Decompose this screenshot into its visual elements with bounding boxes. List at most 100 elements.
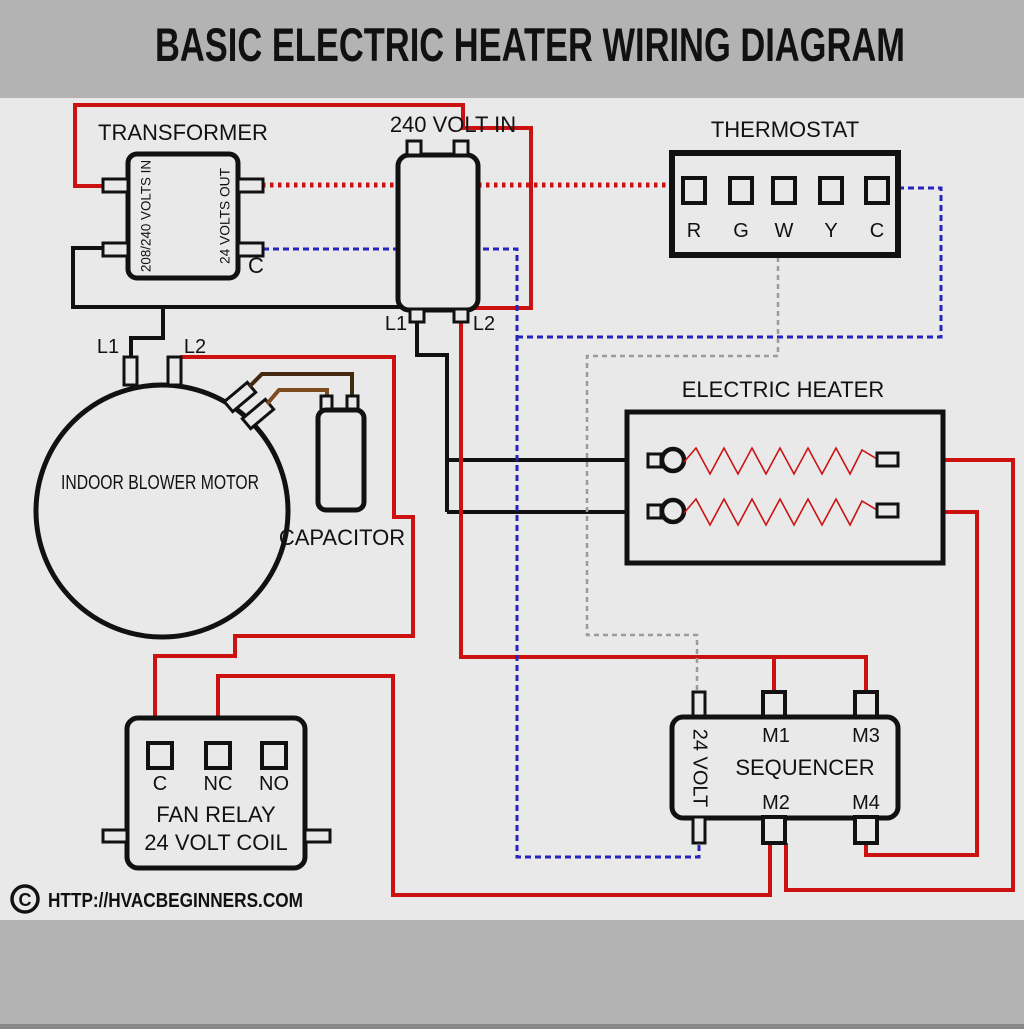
thermostat-terminal-g [728, 176, 754, 205]
transformer-terminal-primary-top [101, 177, 130, 194]
transformer-primary-label: 208/240 VOLTS IN [138, 160, 154, 272]
title-bar [0, 0, 1024, 98]
wire-blue-thermostat-c [517, 186, 943, 339]
transformer: TRANSFORMER 208/240 VOLTS IN 24 VOLTS OU… [98, 120, 268, 281]
fan-relay-terminal-c [146, 741, 174, 770]
wire-gray-w-to-sequencer [585, 203, 780, 692]
sequencer: 24 VOLT M1 M3 SEQUENCER M2 M4 [669, 690, 901, 845]
thermostat-y-label: Y [824, 220, 837, 242]
transformer-terminal-primary-bottom [101, 241, 130, 258]
fan-relay-side-terminal-left [101, 828, 129, 844]
blower-motor-label: INDOOR BLOWER MOTOR [61, 472, 259, 494]
sequencer-coil-terminal-bottom [691, 815, 707, 845]
240v-terminal-l2 [452, 307, 470, 324]
heater-element2-node [659, 497, 687, 525]
thermostat-label: THERMOSTAT [711, 117, 859, 142]
wire-black-transformer-primary [71, 246, 412, 309]
fan-relay-label-line1: FAN RELAY [156, 802, 276, 827]
240-volt-in: 240 VOLT IN L1 L2 [385, 112, 516, 335]
copyright-text: HTTP://HVACBEGINNERS.COM [48, 890, 303, 912]
blower-terminal-cap2 [240, 397, 276, 431]
blower-terminal-l2 [166, 355, 183, 387]
electric-heater: ELECTRIC HEATER [624, 377, 946, 566]
wire-black-l1-down [415, 322, 449, 512]
wire-brown-light-capacitor [265, 388, 329, 406]
blower-l2-label: L2 [184, 336, 206, 358]
heater-element1-right-terminal [875, 451, 900, 468]
240v-l2-label: L2 [473, 313, 495, 335]
copyright-icon [10, 884, 40, 914]
capacitor-body [315, 407, 367, 513]
copyright-symbol: C [19, 890, 32, 910]
thermostat-terminal-y [818, 176, 844, 205]
heater-element1-node [659, 446, 687, 474]
transformer-terminal-secondary-common [236, 241, 265, 258]
heater-element2-coil [683, 497, 878, 527]
fan-relay-label-line2: 24 VOLT COIL [144, 830, 287, 855]
fan-relay-terminal-no [260, 741, 288, 770]
transformer-label: TRANSFORMER [98, 120, 268, 145]
240-volt-in-label: 240 VOLT IN [390, 112, 516, 137]
fan-relay-no-label: NO [259, 773, 289, 795]
thermostat: THERMOSTAT R G W Y C [669, 117, 901, 258]
thermostat-terminal-c [864, 176, 890, 205]
wire-red-heater2-to-m4 [864, 510, 979, 857]
thermostat-r-label: R [687, 220, 701, 242]
fan-relay-nc-label: NC [204, 773, 233, 795]
240v-terminal-l1 [408, 307, 426, 324]
heater-element1-left-terminal [646, 452, 663, 469]
thermostat-w-label: W [775, 220, 794, 242]
sequencer-terminal-m2 [761, 815, 787, 845]
transformer-common-label: C [248, 253, 264, 278]
transformer-body [125, 151, 241, 281]
sequencer-terminal-m3 [853, 690, 879, 720]
electric-heater-label: ELECTRIC HEATER [682, 377, 885, 402]
sequencer-m1-label: M1 [762, 725, 790, 747]
electric-heater-body [624, 409, 946, 566]
thermostat-c-label: C [870, 220, 884, 242]
capacitor: CAPACITOR [279, 394, 405, 550]
copyright: C HTTP://HVACBEGINNERS.COM [10, 884, 303, 914]
thermostat-terminal-r [681, 176, 707, 205]
sequencer-terminal-m4 [853, 815, 879, 845]
capacitor-label: CAPACITOR [279, 525, 405, 550]
sequencer-coil-terminal-top [691, 690, 707, 720]
blower-motor-body [33, 382, 291, 640]
sequencer-label: SEQUENCER [735, 755, 874, 780]
wire-red-240v-loop [73, 103, 533, 310]
sequencer-m2-label: M2 [762, 792, 790, 814]
blower-terminal-l1 [122, 355, 139, 387]
heater-element1-coil [683, 446, 878, 476]
sequencer-coil-label: 24 VOLT [689, 729, 711, 808]
heater-element2-left-terminal [646, 503, 663, 520]
heater-element2-right-terminal [875, 502, 900, 519]
thermostat-terminal-w [771, 176, 797, 205]
sequencer-m3-label: M3 [852, 725, 880, 747]
240v-l1-label: L1 [385, 313, 407, 335]
transformer-terminal-secondary-hot [236, 177, 265, 194]
blower-terminal-cap1 [222, 380, 258, 414]
fan-relay-terminal-nc [204, 741, 232, 770]
sequencer-m4-label: M4 [852, 792, 880, 814]
240-volt-in-body [395, 152, 481, 313]
wire-red-blower-to-relay-c [153, 355, 415, 743]
fan-relay-side-terminal-right [303, 828, 332, 844]
240v-terminal-top-left [405, 139, 423, 157]
page-title: BASIC ELECTRIC HEATER WIRING DIAGRAM [155, 18, 905, 71]
wire-brown-dark-capacitor [247, 372, 354, 398]
wire-red-relay-nc-to-m2 [216, 674, 772, 897]
fan-relay-c-label: C [153, 773, 167, 795]
sequencer-terminal-m1 [761, 690, 787, 720]
240v-terminal-top-right [452, 139, 470, 157]
wire-red-m2-to-heater1 [784, 458, 1015, 892]
thermostat-g-label: G [733, 220, 749, 242]
bottom-bar [0, 920, 1024, 1024]
wire-black-blower-l1 [129, 307, 165, 358]
blower-l1-label: L1 [97, 336, 119, 358]
indoor-blower-motor: INDOOR BLOWER MOTOR L1 L2 [33, 336, 291, 640]
transformer-secondary-label: 24 VOLTS OUT [217, 168, 233, 264]
wire-red-l2-to-m3 [459, 322, 868, 692]
fan-relay: C NC NO FAN RELAY 24 VOLT COIL [101, 715, 332, 871]
